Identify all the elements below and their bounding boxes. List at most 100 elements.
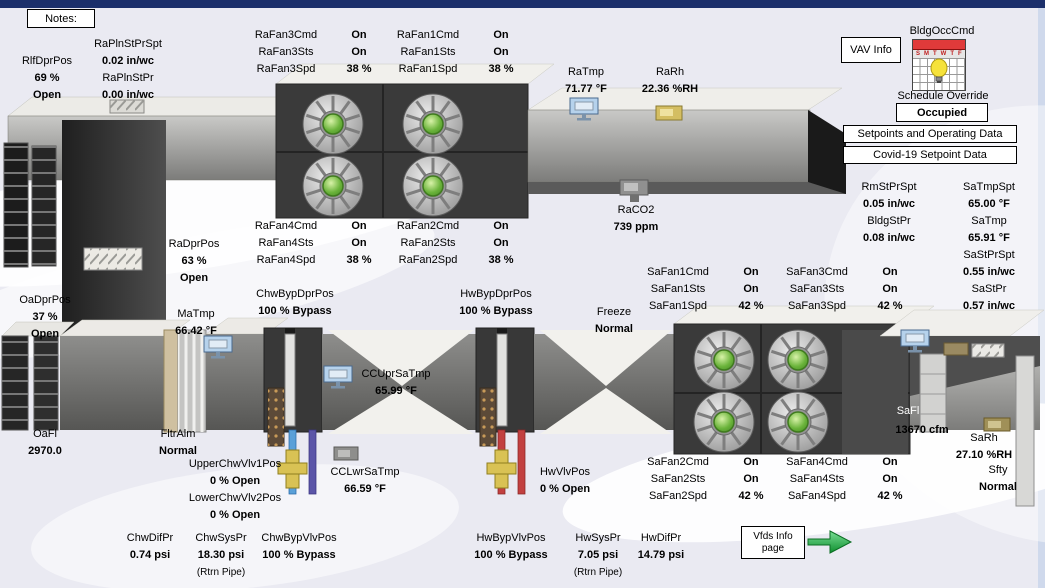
chw-valve-icon	[277, 449, 308, 489]
hwdifpr-label: HwDifPr	[640, 532, 682, 544]
notes-button-label: Notes:	[45, 12, 77, 25]
rafan3sts-label: RaFan3Sts	[258, 46, 314, 58]
hwbypvlvpos-value: 100 % Bypass	[474, 549, 548, 561]
vfds-button-line1: Vfds Info	[753, 530, 793, 542]
calendar-header	[913, 40, 965, 50]
readout-chwbypvlvpos: ChwBypVlvPos 100 % Bypass	[250, 530, 348, 564]
vav-info-button[interactable]: VAV Info	[841, 37, 901, 63]
supply-fan-3-icon	[766, 328, 830, 392]
raco2-sensor-icon	[619, 179, 649, 202]
rafan3cmd-label: RaFan3Cmd	[254, 29, 318, 41]
sarh-label: SaRh	[970, 432, 998, 444]
hwbypvlvpos-label: HwBypVlvPos	[476, 532, 546, 544]
return-fan-2-icon	[401, 154, 465, 218]
ccuprsatmp-label: CCUprSaTmp	[361, 368, 431, 380]
supply-fan-2-icon	[692, 390, 756, 454]
cclwrsatmp-value: 66.59 °F	[344, 483, 386, 495]
rafan4cmd-value: On	[351, 220, 367, 232]
readout-chwdifpr: ChwDifPr 0.74 psi	[114, 530, 186, 564]
notes-button[interactable]: Notes:	[27, 9, 95, 28]
chwdifpr-value: 0.74 psi	[129, 549, 171, 561]
readout-matmp: MaTmp 66.42 °F	[158, 306, 234, 340]
ccuprsatmp-value: 65.99 °F	[375, 385, 417, 397]
oadprpos-state: Open	[30, 328, 60, 340]
rafan4sts-value: On	[351, 237, 367, 249]
sfty-value: Normal	[979, 481, 1017, 493]
radprpos-value: 63 %	[181, 255, 207, 267]
sa-louver-icon	[971, 343, 1005, 358]
rafan1spd-value: 38 %	[488, 63, 514, 75]
safan2cmd-label: SaFan2Cmd	[647, 456, 709, 468]
readout-lowerchwvlv2pos: LowerChwVlv2Pos 0 % Open	[176, 490, 294, 524]
covid-setpoint-button[interactable]: Covid-19 Setpoint Data	[843, 146, 1017, 164]
readout-hwdifpr: HwDifPr 14.79 psi	[625, 530, 697, 564]
safan1spd-value: 42 %	[738, 300, 764, 312]
raco2-label: RaCO2	[617, 204, 655, 216]
safan3cmd-label: SaFan3Cmd	[786, 266, 848, 278]
rafan2cmd-value: On	[493, 220, 509, 232]
chwsyspr-note: (Rtrn Pipe)	[196, 567, 246, 578]
safan3sts-label: SaFan3Sts	[789, 283, 845, 295]
schedule-override-label: Schedule Override	[897, 90, 989, 102]
hot-water-coil	[475, 327, 535, 447]
chwsyspr-value: 18.30 psi	[197, 549, 245, 561]
covid-setpoint-button-label: Covid-19 Setpoint Data	[873, 149, 987, 161]
bldgstpr-label: BldgStPr	[867, 215, 911, 227]
hwsyspr-value: 7.05 psi	[577, 549, 619, 561]
fltralm-value: Normal	[159, 445, 197, 457]
mixed-air-duct	[59, 319, 191, 430]
rarh-label: RaRh	[655, 66, 685, 78]
upperchwvlv1pos-label: UpperChwVlv1Pos	[188, 458, 282, 470]
rafan1spd-label: RaFan1Spd	[398, 63, 458, 75]
readout-rarh: RaRh 22.36 %RH	[628, 64, 712, 98]
return-fan-4-icon	[301, 154, 365, 218]
safan4cmd-value: On	[882, 456, 898, 468]
occupied-status-button[interactable]: Occupied	[896, 103, 988, 122]
rmstprspt-label: RmStPrSpt	[861, 181, 917, 193]
setpoints-button-label: Setpoints and Operating Data	[857, 128, 1003, 140]
safan4sts-label: SaFan4Sts	[789, 473, 845, 485]
readout-chwbypdprpos: ChwBypDprPos 100 % Bypass	[247, 286, 343, 320]
readout-fltralm: FltrAlm Normal	[143, 426, 213, 460]
readout-oafl: OaFl 2970.0	[10, 426, 80, 460]
hwvlvpos-value: 0 % Open	[539, 483, 591, 495]
ratmp-value: 71.77 °F	[565, 83, 607, 95]
hw-bypass-duct	[534, 330, 676, 434]
rafan3spd-label: RaFan3Spd	[256, 63, 316, 75]
bldg-occ-cmd-label: BldgOccCmd	[909, 25, 975, 37]
vav-info-label: VAV Info	[850, 44, 892, 56]
green-arrow-icon[interactable]	[806, 527, 854, 560]
safan2cmd-value: On	[743, 456, 759, 468]
safan1sts-value: On	[743, 283, 759, 295]
safl-value: 13670 cfm	[895, 424, 949, 436]
chwsyspr-label: ChwSysPr	[195, 532, 247, 544]
ratmp-label: RaTmp	[567, 66, 605, 78]
raplnstprspt-label: RaPlnStPrSpt	[94, 38, 162, 50]
readout-freeze: Freeze Normal	[579, 304, 649, 338]
safl-label: SaFl	[896, 405, 920, 417]
radprpos-label: RaDprPos	[168, 238, 220, 250]
sastprspt-label: SaStPrSpt	[963, 249, 1015, 261]
readout-sarh: SaRh 27.10 %RH	[940, 430, 1028, 464]
rafan2cmd-label: RaFan2Cmd	[396, 220, 460, 232]
lowerchwvlv2pos-value: 0 % Open	[209, 509, 261, 521]
rafan1sts-value: On	[493, 46, 509, 58]
hwsyspr-label: HwSysPr	[575, 532, 621, 544]
sastpr-value: 0.57 in/wc	[963, 300, 1015, 312]
rafan4sts-label: RaFan4Sts	[258, 237, 314, 249]
chwbypvlvpos-label: ChwBypVlvPos	[261, 532, 337, 544]
readout-sa-column: SaTmpSpt 65.00 °F SaTmp 65.91 °F SaStPrS…	[943, 179, 1035, 315]
chw-bypass-duct	[322, 330, 478, 434]
safan2sts-value: On	[743, 473, 759, 485]
airflow-station-icon	[919, 353, 947, 433]
hw-pipes	[486, 429, 526, 495]
readout-ccuprsatmp: CCUprSaTmp 65.99 °F	[352, 366, 440, 400]
vfds-info-button[interactable]: Vfds Info page	[741, 526, 805, 559]
readout-hwsyspr: HwSysPr 7.05 psi (Rtrn Pipe)	[559, 530, 637, 581]
setpoints-button[interactable]: Setpoints and Operating Data	[843, 125, 1017, 143]
